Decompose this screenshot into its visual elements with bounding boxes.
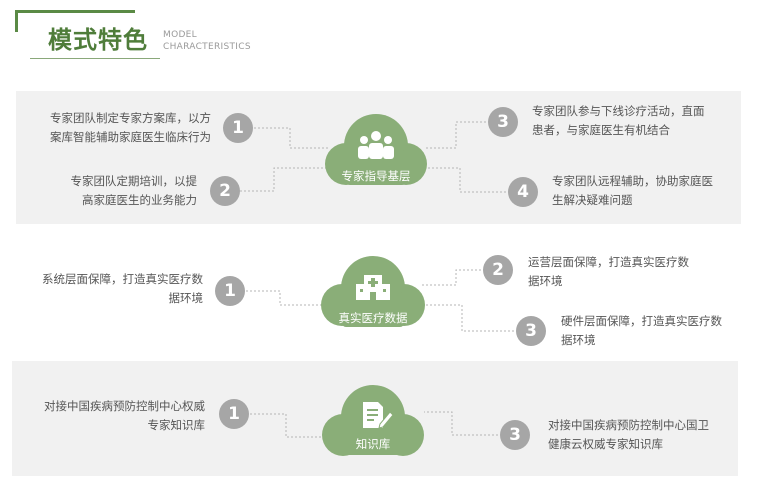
hospital-building-icon [356, 275, 390, 300]
connector-s2-2 [420, 269, 481, 286]
item-text-line2: 生解决疑难问题 [552, 193, 633, 207]
hub-label-expert-guidance: 专家指导基层 [341, 169, 411, 183]
step-badge: 4 [508, 177, 538, 207]
item-text-line1: 专家团队参与下线诊疗活动，直面 [532, 104, 705, 118]
item-text-line2: 案库智能辅助家庭医生临床行为 [50, 130, 211, 144]
item-text-line1: 系统层面保障，打造真实医疗数 [42, 272, 203, 286]
item-text-line2: 高家庭医生的业务能力 [82, 193, 197, 207]
header-underline [30, 58, 160, 59]
step-badge: 3 [488, 107, 518, 137]
connector-s3-1 [250, 413, 326, 438]
hub-label-real-medical-data: 真实医疗数据 [338, 311, 408, 325]
header-bracket-top [15, 10, 135, 13]
connector-s3-3 [424, 411, 498, 436]
people-group-icon [358, 131, 394, 159]
list-item: 专家团队参与下线诊疗活动，直面 患者，与家庭医生有机结合 [532, 102, 737, 140]
step-badge: 2 [210, 176, 240, 206]
list-item: 专家团队制定专家方案库，以方 案库智能辅助家庭医生临床行为 [11, 109, 211, 147]
hub-label-knowledge-base: 知识库 [355, 437, 391, 451]
step-badge: 2 [483, 255, 513, 285]
connector-s2-1 [246, 290, 326, 306]
list-item: 运营层面保障，打造真实医疗数 据环境 [528, 253, 718, 291]
item-text-line2: 据环境 [168, 291, 204, 305]
step-badge: 3 [516, 316, 546, 346]
list-item: 专家团队定期培训，以提 高家庭医生的业务能力 [0, 172, 198, 210]
connector-s2-3 [420, 304, 514, 332]
step-badge: 1 [215, 276, 245, 306]
item-text-line1: 硬件层面保障，打造真实医疗数 [561, 314, 722, 328]
page-subtitle-line1: MODEL [163, 30, 197, 40]
item-text-line2: 健康云权威专家知识库 [548, 437, 663, 451]
list-item: 硬件层面保障，打造真实医疗数 据环境 [561, 312, 751, 350]
connector-s1-4 [424, 167, 506, 193]
connector-s1-2 [240, 167, 330, 192]
header-bracket-left [15, 10, 18, 32]
step-badge: 1 [223, 113, 253, 143]
page-title: 模式特色 [48, 26, 148, 54]
item-text-line1: 专家团队远程辅助，协助家庭医 [552, 174, 713, 188]
connector-s1-1 [254, 127, 330, 149]
item-text-line2: 据环境 [528, 274, 563, 288]
item-text-line1: 专家团队制定专家方案库，以方 [50, 111, 211, 125]
item-text-line1: 运营层面保障，打造真实医疗数 [528, 255, 689, 269]
list-item: 对接中国疾病预防控制中心权威 专家知识库 [5, 397, 205, 435]
list-item: 对接中国疾病预防控制中心国卫 健康云权威专家知识库 [548, 416, 748, 454]
item-text-line1: 专家团队定期培训，以提 [70, 174, 198, 188]
item-text-line2: 专家知识库 [147, 418, 206, 432]
document-edit-icon [363, 402, 394, 429]
list-item: 专家团队远程辅助，协助家庭医 生解决疑难问题 [552, 172, 742, 210]
connector-s1-3 [424, 121, 486, 149]
item-text-line1: 对接中国疾病预防控制中心权威 [44, 399, 205, 413]
step-badge: 1 [219, 399, 249, 429]
list-item: 系统层面保障，打造真实医疗数 据环境 [13, 270, 203, 308]
step-badge: 3 [500, 420, 530, 450]
page-subtitle-line2: CHARACTERISTICS [163, 42, 251, 52]
item-text-line2: 据环境 [561, 333, 596, 347]
item-text-line1: 对接中国疾病预防控制中心国卫 [548, 418, 709, 432]
item-text-line2: 患者，与家庭医生有机结合 [532, 123, 670, 137]
